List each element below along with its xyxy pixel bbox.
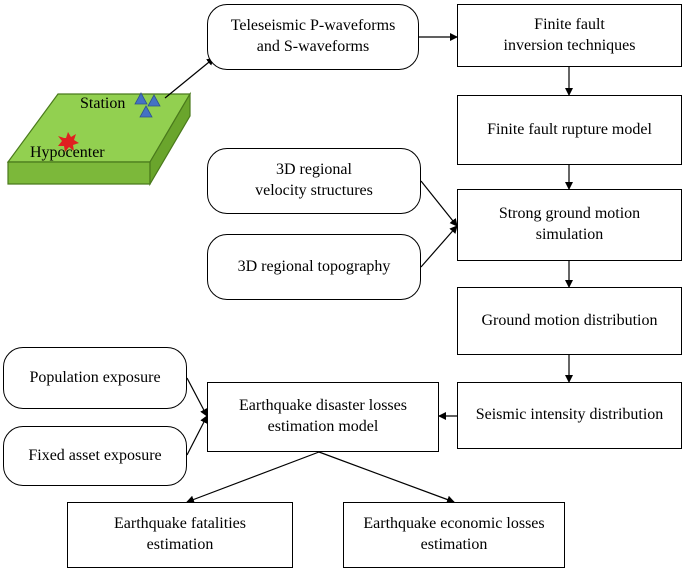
loss-estimation-model-box: Earthquake disaster losses estimation mo…	[207, 382, 439, 452]
arrow-fixedasset-to-lossmodel	[186, 415, 208, 456]
hypocenter-label: Hypocenter	[30, 144, 105, 161]
arrow-lossmodel-to-fatalities	[186, 451, 320, 504]
ground-block-illustration: Station Hypocenter	[6, 91, 192, 187]
fatalities-estimation-box: Earthquake fatalities estimation	[67, 502, 293, 568]
station-triangle-icon	[147, 94, 161, 107]
strong-motion-simulation-box: Strong ground motion simulation	[457, 189, 682, 261]
arrow-station-to-teleseismic	[164, 57, 215, 99]
ground-motion-distribution-box: Ground motion distribution	[457, 287, 682, 355]
topography-box: 3D regional topography	[207, 234, 421, 300]
station-triangle-icon	[134, 92, 148, 105]
station-triangle-icon	[139, 105, 153, 118]
population-exposure-box: Population exposure	[3, 347, 187, 409]
arrow-topography-to-strongmotion	[420, 225, 458, 268]
ground-block-front	[7, 161, 151, 185]
seismic-intensity-box: Seismic intensity distribution	[457, 382, 682, 449]
arrow-lossmodel-to-economic	[318, 451, 455, 504]
arrow-velocity-to-strongmotion	[420, 180, 458, 227]
teleseismic-waveforms-box: Teleseismic P-waveforms and S-waveforms	[207, 4, 419, 70]
station-label: Station	[80, 95, 125, 112]
connectors	[164, 33, 573, 504]
ground-block-side	[149, 91, 191, 187]
inversion-techniques-box: Finite fault inversion techniques	[457, 4, 682, 67]
arrow-population-to-lossmodel	[186, 377, 208, 417]
velocity-structures-box: 3D regional velocity structures	[207, 148, 421, 214]
hypocenter-burst-icon	[58, 132, 79, 152]
rupture-model-box: Finite fault rupture model	[457, 95, 682, 165]
fixed-asset-exposure-box: Fixed asset exposure	[3, 426, 187, 486]
economic-losses-estimation-box: Earthquake economic losses estimation	[343, 502, 565, 568]
